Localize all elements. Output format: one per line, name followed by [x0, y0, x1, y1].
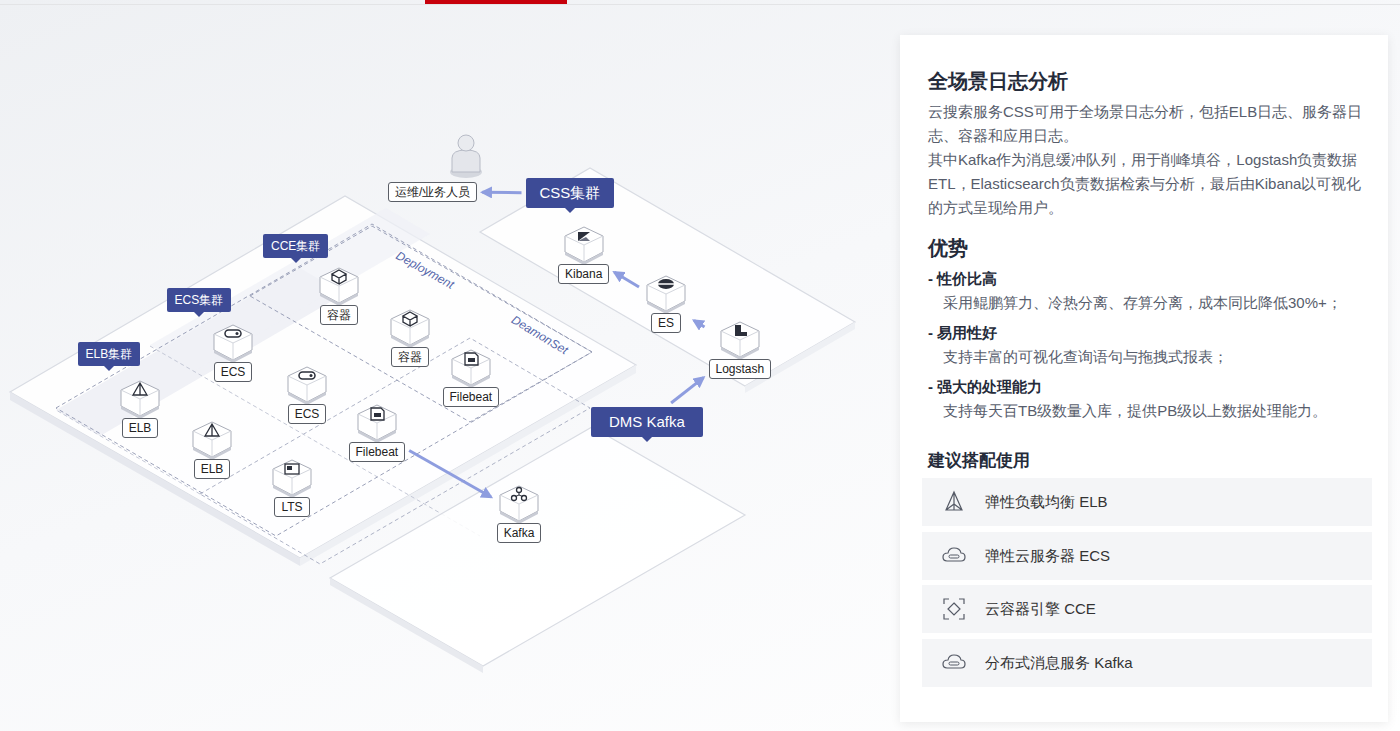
panel-text: 云搜索服务CSS可用于全场景日志分析，包括ELB日志、服务器日志、容器和应用日志… — [928, 100, 1368, 148]
flow-arrow — [671, 378, 703, 403]
flow-arrow — [409, 450, 491, 497]
service-icon — [284, 364, 330, 404]
panel-text: 采用鲲鹏算力、冷热分离、存算分离，成本同比降低30%+； — [943, 291, 1383, 315]
row-icon — [942, 651, 966, 675]
service-icon-node: ELB — [117, 378, 163, 438]
row-text: 弹性云服务器 ECS — [985, 545, 1110, 567]
service-icon-node: LTS — [269, 457, 315, 517]
service-icon-node: 容器 — [316, 265, 362, 325]
service-icon — [561, 224, 607, 264]
flow-arrow — [694, 320, 705, 327]
node-label: 容器 — [320, 305, 358, 325]
row-icon — [942, 490, 966, 514]
panel-text: 全场景日志分析 — [928, 68, 1368, 94]
row-text: 分布式消息服务 Kafka — [985, 652, 1133, 674]
service-icon-node: Logstash — [709, 319, 772, 379]
service-icon — [496, 483, 542, 523]
panel-text: 其中Kafka作为消息缓冲队列，用于削峰填谷，Logstash负责数据ETL，E… — [928, 148, 1368, 220]
node-label: ELB — [194, 459, 231, 479]
service-icon-node: Kibana — [558, 224, 609, 284]
divider — [150, 346, 480, 536]
panel-text: 支持每天百TB级数量入库，提供PB级以上数据处理能力。 — [943, 399, 1383, 423]
kafka-plate — [330, 427, 745, 666]
row-text: 云容器引擎 CCE — [985, 598, 1096, 620]
tag-text: DMS Kafka — [591, 407, 703, 437]
cluster-tag: ECS集群 — [167, 288, 232, 312]
daemonset-region — [200, 338, 590, 564]
service-icon — [387, 307, 433, 347]
service-icon — [717, 319, 763, 359]
plate-edge — [745, 322, 855, 393]
tag-pointer — [565, 208, 575, 213]
label-box: 运维/业务人员 — [388, 182, 477, 202]
node-label: ES — [651, 313, 681, 333]
node-label: ECS — [288, 404, 327, 424]
service-icon-node: ELB — [189, 419, 235, 479]
node-label: Logstash — [709, 359, 772, 379]
recommend-row: 分布式消息服务 Kafka — [922, 639, 1372, 687]
person-icon — [450, 135, 482, 178]
plate-edge — [10, 392, 300, 566]
top-rule — [0, 4, 1400, 5]
node-label: ELB — [122, 418, 159, 438]
cluster-tag: CCE集群 — [263, 234, 328, 258]
tag-pointer — [291, 258, 301, 263]
cluster-tag: DMS Kafka — [591, 407, 703, 437]
panel-text: - 易用性好 — [928, 321, 1368, 345]
tag-text: CCE集群 — [263, 234, 328, 258]
cluster-tag: CSS集群 — [526, 178, 615, 208]
service-icon — [316, 265, 362, 305]
service-icon-node: ECS — [284, 364, 330, 424]
panel-text: 建议搭配使用 — [928, 448, 1368, 474]
cluster-tag: ELB集群 — [78, 342, 141, 366]
row-icon — [942, 544, 966, 568]
recommend-row: 云容器引擎 CCE — [922, 585, 1372, 633]
service-icon — [448, 347, 494, 387]
dashed-region — [56, 224, 592, 536]
row-icon — [942, 597, 966, 621]
node-label: Filebeat — [349, 442, 406, 462]
node-label: Kibana — [558, 264, 609, 284]
recommend-row: 弹性云服务器 ECS — [922, 532, 1372, 580]
recommend-row: 弹性负载均衡 ELB — [922, 478, 1372, 526]
service-icon — [354, 402, 400, 442]
service-icon — [210, 322, 256, 362]
tag-pointer — [642, 437, 652, 442]
info-panel: 弹性负载均衡 ELB 弹性云服务器 ECS 云容器引擎 CCE 分布式消息服务 Kaf… — [900, 35, 1388, 722]
service-icon-node: 容器 — [387, 307, 433, 367]
panel-text: - 性价比高 — [928, 267, 1368, 291]
tag-text: ECS集群 — [167, 288, 232, 312]
service-icon-node: Kafka — [496, 483, 542, 543]
flow-arrow — [614, 272, 639, 287]
service-icon-node: ECS — [210, 322, 256, 382]
plate-edge — [330, 578, 483, 673]
node-label: LTS — [274, 497, 309, 517]
panel-text: - 强大的处理能力 — [928, 375, 1368, 399]
service-icon — [117, 378, 163, 418]
service-icon — [269, 457, 315, 497]
row-text: 弹性负载均衡 ELB — [985, 491, 1108, 513]
divider — [56, 410, 200, 494]
panel-text: 优势 — [928, 235, 1368, 261]
service-icon — [189, 419, 235, 459]
tag-pointer — [104, 366, 114, 371]
node-label: ECS — [214, 362, 253, 382]
panel-text: 支持丰富的可视化查询语句与拖拽式报表； — [943, 345, 1383, 369]
css-plate — [480, 168, 855, 386]
tag-text: CSS集群 — [526, 178, 615, 208]
node-label: 运维/业务人员 — [388, 182, 477, 202]
service-icon-node: Filebeat — [349, 402, 406, 462]
tag-pointer — [194, 312, 204, 317]
node-label: Filebeat — [443, 387, 500, 407]
service-icon-node: Filebeat — [443, 347, 500, 407]
active-tab-bar — [425, 0, 567, 4]
ecs-strip — [150, 208, 430, 371]
node-label: Kafka — [497, 523, 542, 543]
service-icon — [643, 273, 689, 313]
node-label: 容器 — [391, 347, 429, 367]
flow-arrow — [482, 191, 521, 194]
service-icon-node: ES — [643, 273, 689, 333]
tag-text: ELB集群 — [78, 342, 141, 366]
